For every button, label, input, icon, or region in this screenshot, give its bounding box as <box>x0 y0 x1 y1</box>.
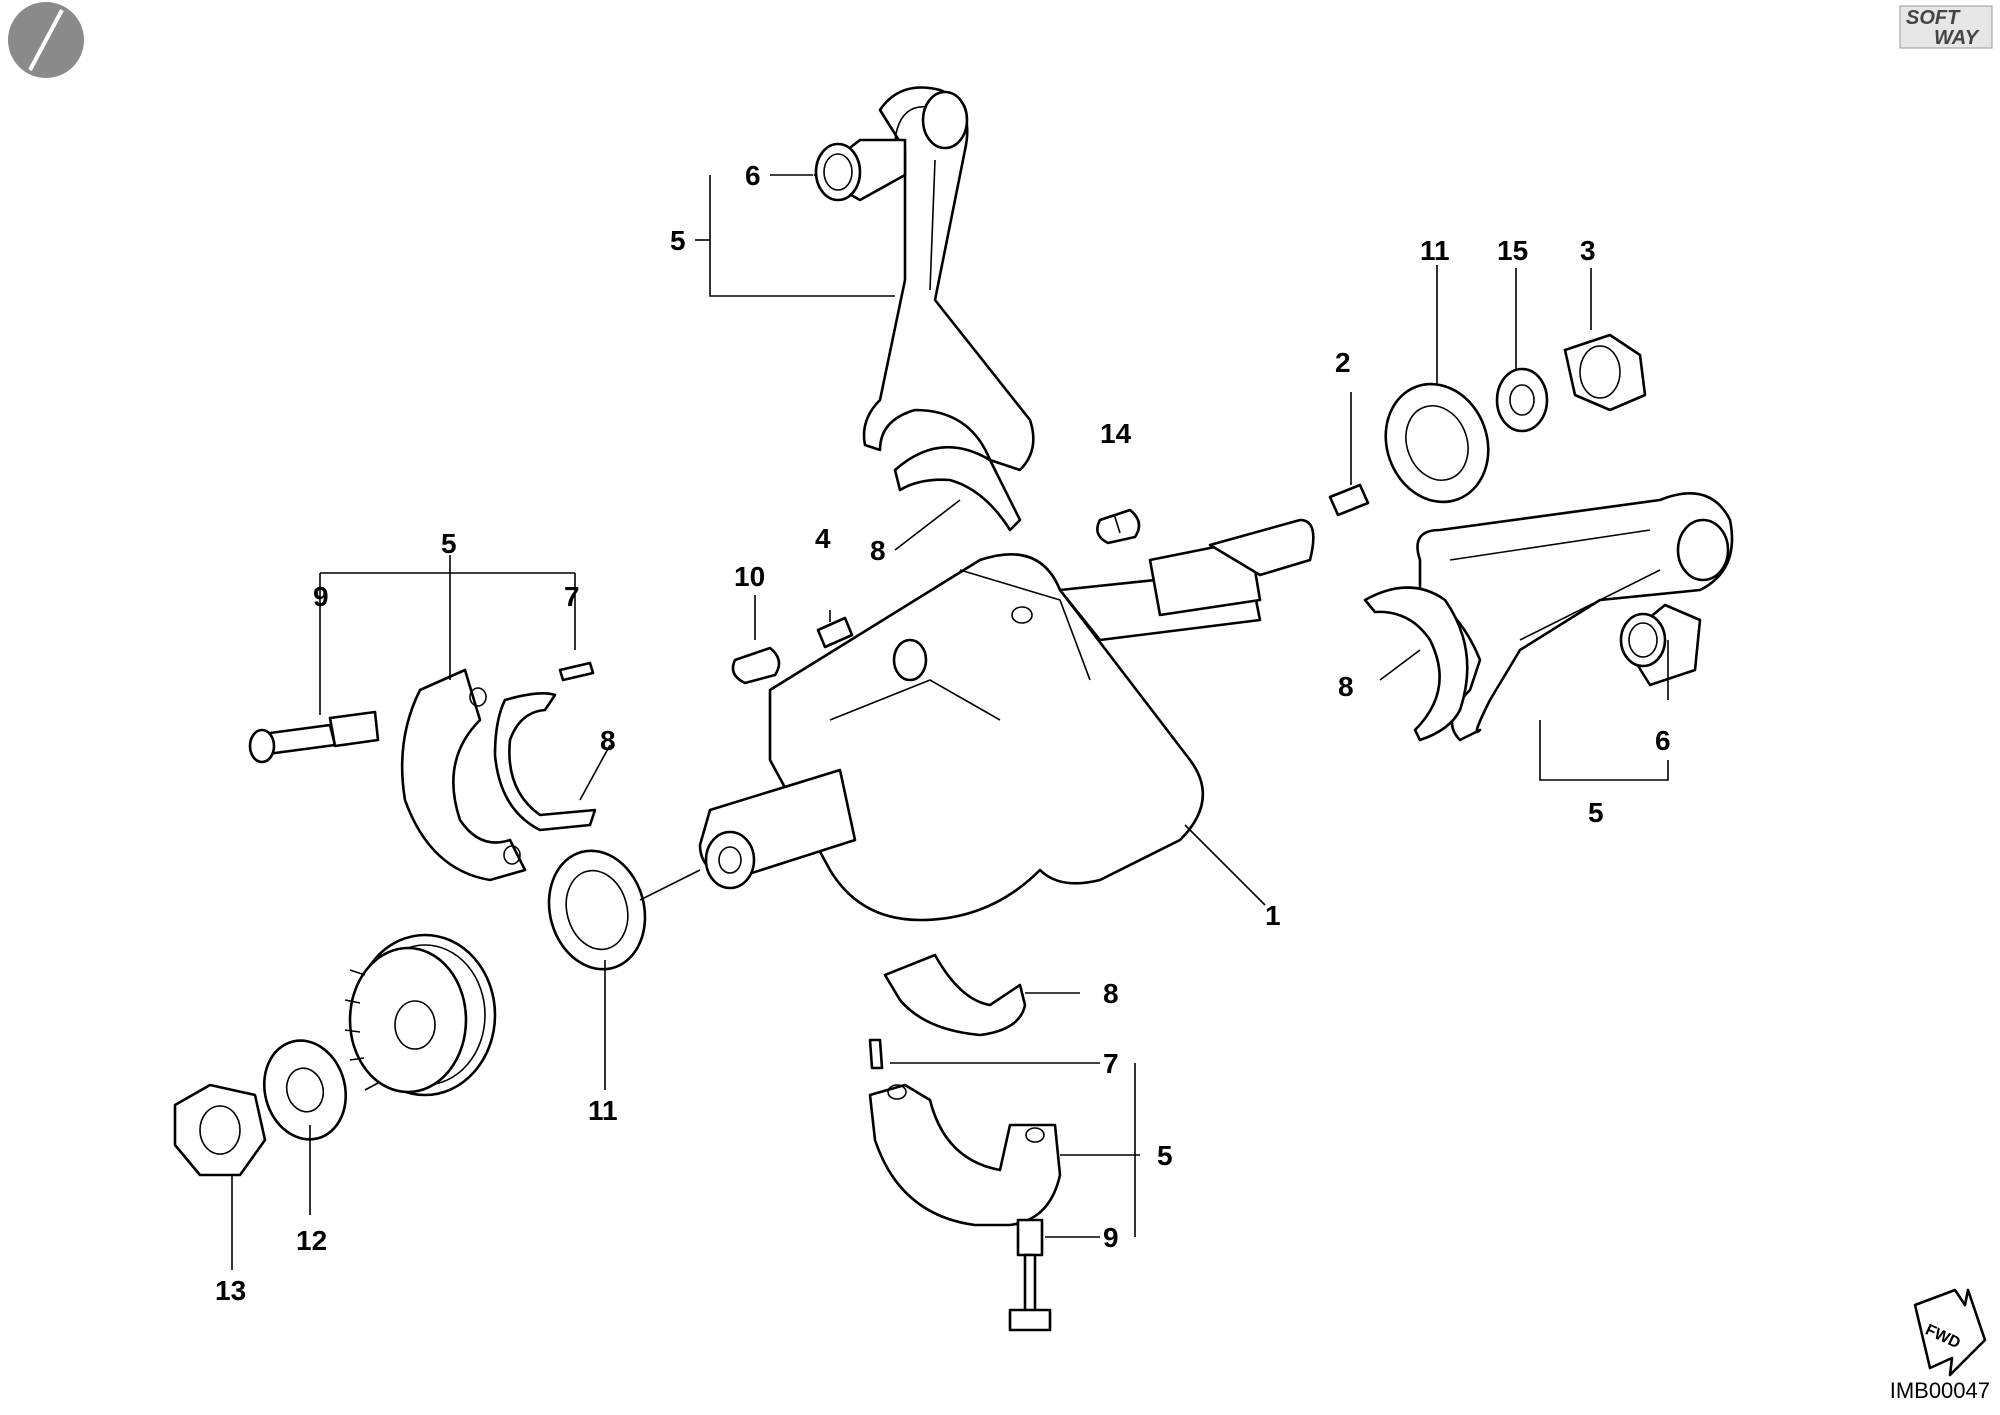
callout-12: 12 <box>296 1225 327 1256</box>
callout-8: 8 <box>600 725 616 756</box>
bearing-shell-upper-rod <box>893 445 1022 532</box>
nut-3 <box>1563 333 1647 412</box>
thrust-washer-left <box>547 849 647 971</box>
grub-screw-4 <box>816 616 854 649</box>
callout-labels: 6 5 8 14 2 11 15 3 8 6 5 1 5 9 7 8 4 10 … <box>215 160 1671 1306</box>
callout-14: 14 <box>1100 418 1132 449</box>
diagram-reference-code: IMB00047 <box>1889 1378 1990 1403</box>
thrust-washer-right <box>1384 382 1490 504</box>
brand-line-1: SOFT <box>1906 7 1961 29</box>
washer-15 <box>1495 367 1549 433</box>
cap-bolt-lower <box>1008 1218 1052 1332</box>
leader-lines <box>231 174 1669 1270</box>
grub-screw-2 <box>1328 483 1370 517</box>
callout-13: 13 <box>215 1275 246 1306</box>
callout-5: 5 <box>1588 797 1604 828</box>
callout-4: 4 <box>815 523 831 554</box>
callout-2: 2 <box>1335 347 1351 378</box>
callout-10: 10 <box>734 561 765 592</box>
callout-5: 5 <box>670 225 686 256</box>
bearing-shell-right-rod <box>1363 586 1469 742</box>
rod-cap-left <box>400 668 527 882</box>
callout-11: 11 <box>1420 235 1450 266</box>
cap-bolt-left <box>248 710 380 764</box>
callout-5: 5 <box>441 528 457 559</box>
bearing-shell-left <box>493 692 597 832</box>
washer-12 <box>262 1039 348 1141</box>
forward-direction-arrow-icon: FWD <box>1913 1288 1987 1377</box>
callout-8: 8 <box>870 535 886 566</box>
woodruff-key-10 <box>731 646 781 685</box>
brand-line-2: WAY <box>1934 27 1980 49</box>
brand-logo: SOFT WAY <box>1899 5 1993 49</box>
rod-cap-lower <box>868 1083 1062 1227</box>
callout-8: 8 <box>1103 978 1119 1009</box>
manufacturer-logo-icon <box>8 2 84 78</box>
callout-8: 8 <box>1338 671 1354 702</box>
callout-1: 1 <box>1265 900 1281 931</box>
callout-11: 11 <box>588 1095 618 1126</box>
callout-7: 7 <box>564 581 580 612</box>
bearing-shell-lower <box>883 953 1027 1037</box>
callout-7: 7 <box>1103 1048 1119 1079</box>
crankshaft <box>698 518 1315 922</box>
callout-6: 6 <box>745 160 761 191</box>
dowel-pin-left <box>558 661 595 682</box>
small-end-bushing-right <box>1619 603 1702 687</box>
callout-15: 15 <box>1497 235 1528 266</box>
callout-9: 9 <box>313 581 329 612</box>
small-end-bushing-upper <box>813 138 907 202</box>
nut-13 <box>173 1083 267 1177</box>
dowel-pin-lower <box>868 1038 884 1070</box>
callout-3: 3 <box>1580 235 1596 266</box>
timing-gear <box>344 933 497 1097</box>
callout-6: 6 <box>1655 725 1671 756</box>
connecting-rod-right <box>1416 492 1734 742</box>
callout-5: 5 <box>1157 1140 1173 1171</box>
callout-9: 9 <box>1103 1222 1119 1253</box>
